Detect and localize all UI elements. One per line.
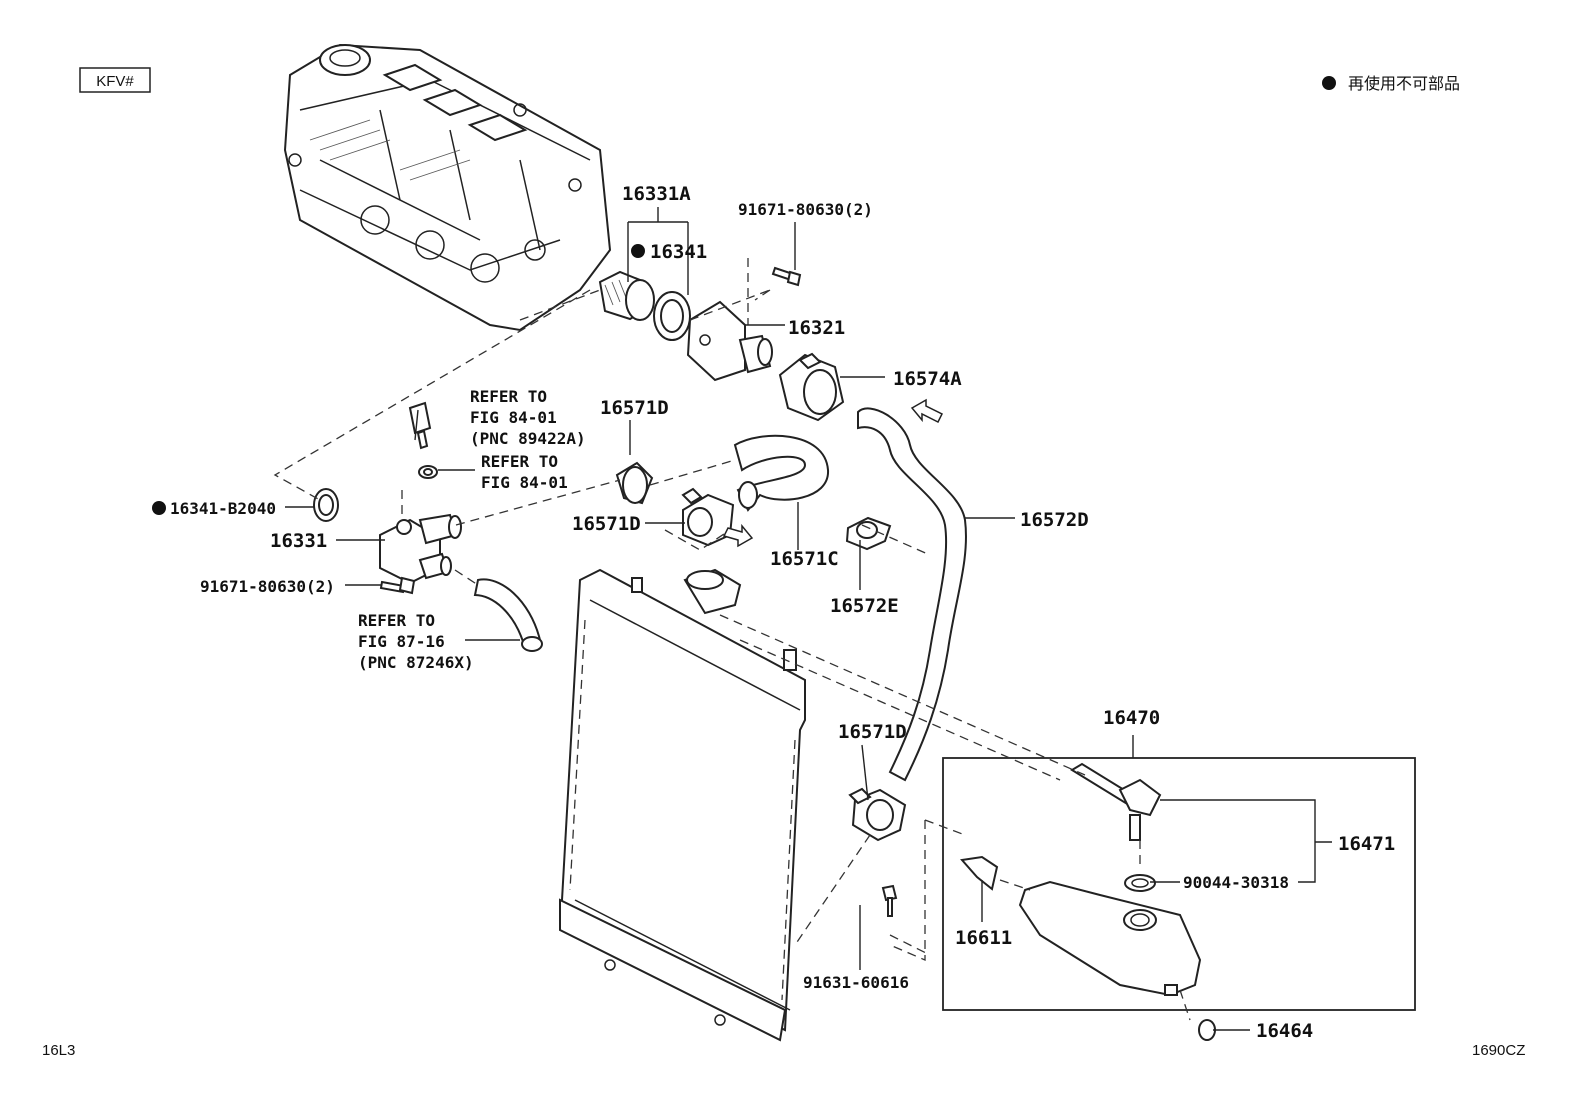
label-16571d-lower: 16571D	[838, 721, 907, 743]
label-16574a: 16574A	[893, 368, 962, 390]
label-90044-30318: 90044-30318	[1183, 873, 1289, 892]
non-reusable-marker-icon	[152, 501, 166, 515]
non-reusable-legend-icon	[1322, 76, 1336, 90]
label-16572d: 16572D	[1020, 509, 1089, 531]
flow-arrow-icon-lower	[722, 523, 754, 548]
thermostat-illustration	[598, 270, 655, 321]
mid-bolt-illustration	[379, 576, 416, 595]
ref2-line1: REFER TO	[481, 452, 558, 471]
label-16572e: 16572E	[830, 595, 899, 617]
leader-lines	[285, 207, 1332, 1031]
label-16611: 16611	[955, 927, 1012, 949]
label-16571d-upper: 16571D	[600, 397, 669, 419]
reservoir-tank-illustration	[1018, 880, 1202, 997]
reference-note-2: REFER TO FIG 84-01	[481, 452, 568, 492]
water-outlet-16331-illustration	[379, 513, 462, 585]
label-16464: 16464	[1256, 1020, 1313, 1042]
footer-right-code: 1690CZ	[1472, 1042, 1525, 1059]
ref3-line1: REFER TO	[358, 611, 435, 630]
hose-16571c-illustration	[733, 434, 830, 512]
ref2-line2: FIG 84-01	[481, 473, 568, 492]
label-16470: 16470	[1103, 707, 1160, 729]
sensor-gasket-illustration	[418, 465, 438, 479]
footer-left-code: 16L3	[42, 1042, 75, 1059]
ref1-line2: FIG 84-01	[470, 408, 557, 427]
label-91671-top: 91671-80630(2)	[738, 200, 873, 219]
reservoir-group-box	[942, 757, 1416, 1011]
water-inlet-illustration	[686, 300, 773, 382]
label-16341-b2040: 16341-B2040	[170, 499, 276, 518]
thermostat-gasket-illustration	[653, 291, 691, 341]
sensor-illustration	[408, 401, 432, 450]
top-bolt-illustration	[771, 266, 802, 287]
hose-clamp-16572e-illustration	[845, 516, 892, 551]
reference-note-1: REFER TO FIG 84-01 (PNC 89422A)	[470, 387, 586, 448]
label-91631-60616: 91631-60616	[803, 973, 909, 992]
label-16471: 16471	[1338, 833, 1395, 855]
bolt-91631-illustration	[881, 884, 898, 917]
reservoir-hose-illustration	[1070, 762, 1162, 841]
drain-plug-16464-illustration	[1198, 1019, 1216, 1041]
reference-note-3: REFER TO FIG 87-16 (PNC 87246X)	[358, 611, 474, 672]
hose-16571c-end	[738, 481, 758, 509]
label-16321: 16321	[788, 317, 845, 339]
flow-arrow-icon-upper	[910, 398, 944, 424]
ref3-line3: (PNC 87246X)	[358, 653, 474, 672]
reservoir-cap-gasket-illustration	[1124, 874, 1156, 892]
label-16341: 16341	[650, 241, 707, 263]
assembly-dashed-lines	[273, 258, 1191, 1021]
radiator-hose-16572d-illustration	[857, 407, 967, 782]
model-code-box	[79, 67, 151, 93]
label-16571d-mid: 16571D	[572, 513, 641, 535]
radiator-illustration	[558, 568, 806, 1042]
ref3-line2: FIG 87-16	[358, 632, 445, 651]
label-16331a: 16331A	[622, 183, 691, 205]
hose-clamp-16571d-mid-illustration	[681, 487, 735, 547]
hose-clamp-16571d-upper-illustration	[615, 461, 654, 505]
ref1-line3: (PNC 89422A)	[470, 429, 586, 448]
non-reusable-marker-icon	[631, 244, 645, 258]
label-16331: 16331	[270, 530, 327, 552]
engine-head-illustration	[283, 43, 612, 332]
bypass-hose-end	[521, 636, 543, 652]
ref1-line1: REFER TO	[470, 387, 547, 406]
bracket-16611-illustration	[960, 855, 999, 891]
label-91671-mid: 91671-80630(2)	[200, 577, 335, 596]
gasket-16341-b2040-illustration	[313, 488, 339, 522]
hose-clamp-16574a-illustration	[778, 352, 845, 422]
hose-clamp-16571d-lower-illustration	[848, 787, 907, 842]
model-code: KFV#	[96, 73, 134, 90]
non-reusable-legend-text: 再使用不可部品	[1348, 74, 1460, 93]
label-16571c: 16571C	[770, 548, 839, 570]
